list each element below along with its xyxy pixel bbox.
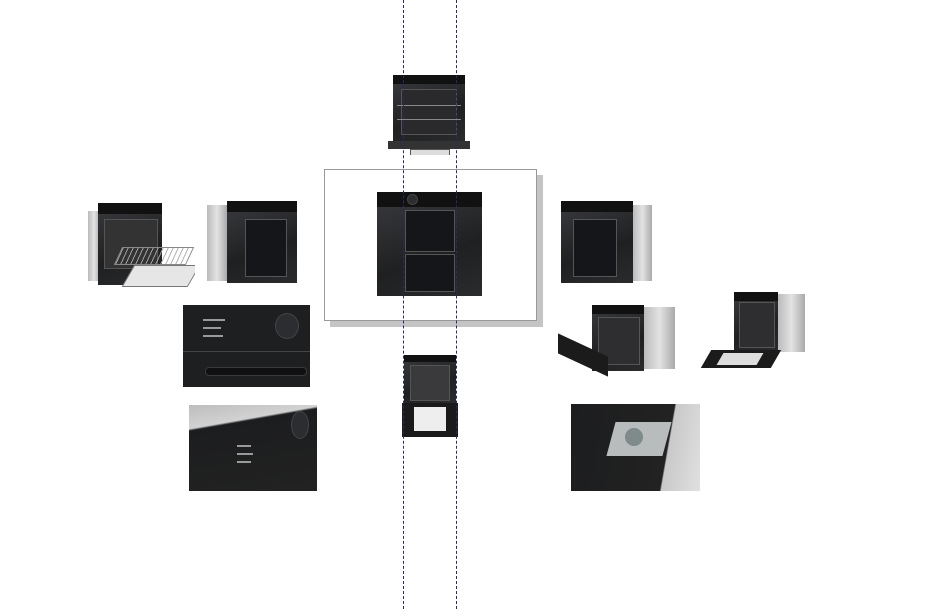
guide-line-right xyxy=(456,0,457,609)
oven-control-panel-closeup[interactable] xyxy=(183,305,310,387)
oven-front-door-open-bottom[interactable] xyxy=(402,355,458,437)
guide-line-left xyxy=(403,0,404,609)
oven-open-angle-right[interactable] xyxy=(558,305,675,381)
oven-open-racks-left[interactable] xyxy=(88,203,195,287)
selected-image-frame[interactable] xyxy=(324,169,537,321)
oven-water-tank-closeup[interactable] xyxy=(571,404,700,491)
oven-angle-right[interactable] xyxy=(561,201,652,283)
oven-control-panel-angle[interactable] xyxy=(189,405,317,491)
oven-front-door-open-top[interactable] xyxy=(388,75,470,155)
oven-front-selected xyxy=(377,192,482,296)
oven-open-angle-far-right[interactable] xyxy=(700,292,805,373)
oven-angle-left[interactable] xyxy=(207,201,297,283)
